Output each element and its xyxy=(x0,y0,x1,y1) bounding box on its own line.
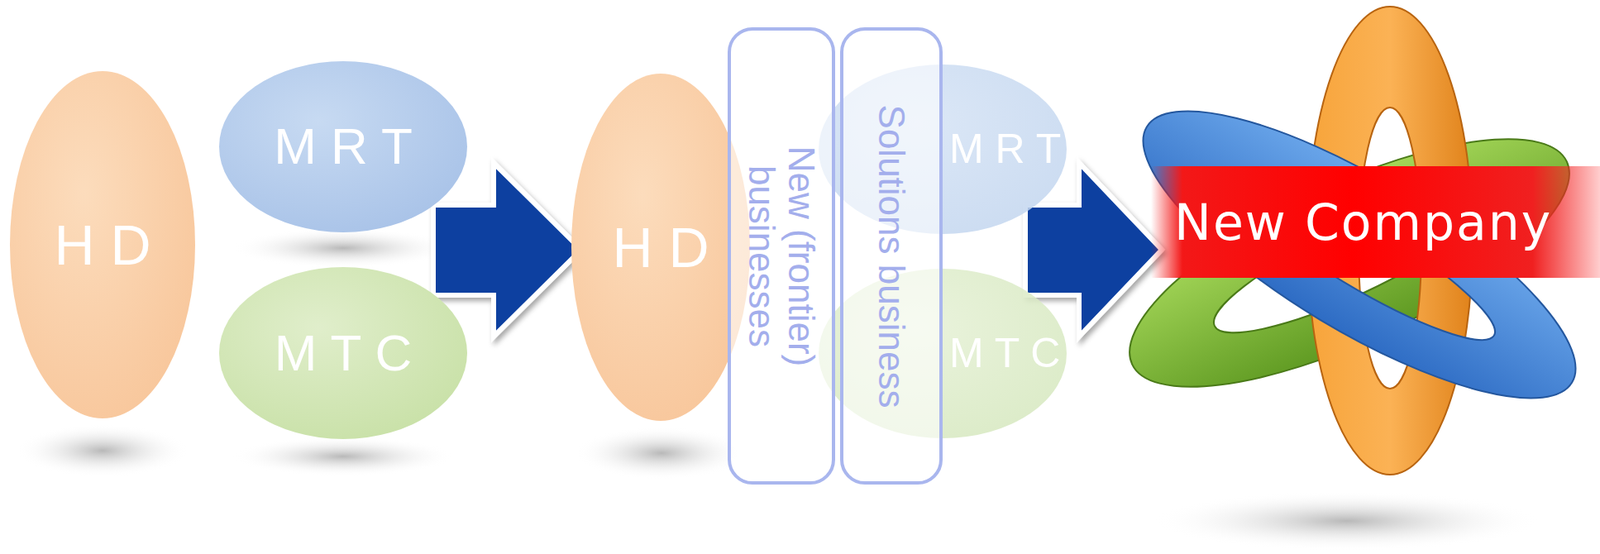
company-label: M T C xyxy=(949,330,1061,377)
ellipse-fill xyxy=(219,61,468,233)
shadow xyxy=(1152,491,1542,551)
company-ellipse: M R T xyxy=(219,61,468,233)
ellipse-fill xyxy=(571,73,750,421)
rings-logo xyxy=(1098,6,1600,475)
ellipse-fill xyxy=(219,267,468,440)
business-box: New (frontier) businesses xyxy=(727,27,836,485)
company-ellipse: M T C xyxy=(219,267,468,440)
company-label: H D xyxy=(611,216,709,279)
holding-ellipse: H D xyxy=(571,73,750,421)
shadow xyxy=(231,436,455,477)
shadow xyxy=(15,424,190,478)
company-label: M R T xyxy=(273,118,413,175)
vertical-label: Solutions business xyxy=(871,104,912,408)
shadow xyxy=(574,426,749,480)
blue-ring xyxy=(1107,62,1600,449)
company-name: New Company xyxy=(1174,195,1553,250)
company-label: M R T xyxy=(949,126,1061,172)
shadow xyxy=(231,228,455,268)
company-label: H D xyxy=(53,214,151,277)
company-label: M T C xyxy=(274,324,413,382)
ellipse-fill xyxy=(9,71,196,419)
new-company-band: New Company xyxy=(1151,166,1600,278)
business-box: Solutions business xyxy=(840,27,943,485)
block-arrow xyxy=(433,162,582,337)
vertical-label: New (frontier) businesses xyxy=(741,124,822,389)
holding-ellipse: H D xyxy=(9,71,196,419)
